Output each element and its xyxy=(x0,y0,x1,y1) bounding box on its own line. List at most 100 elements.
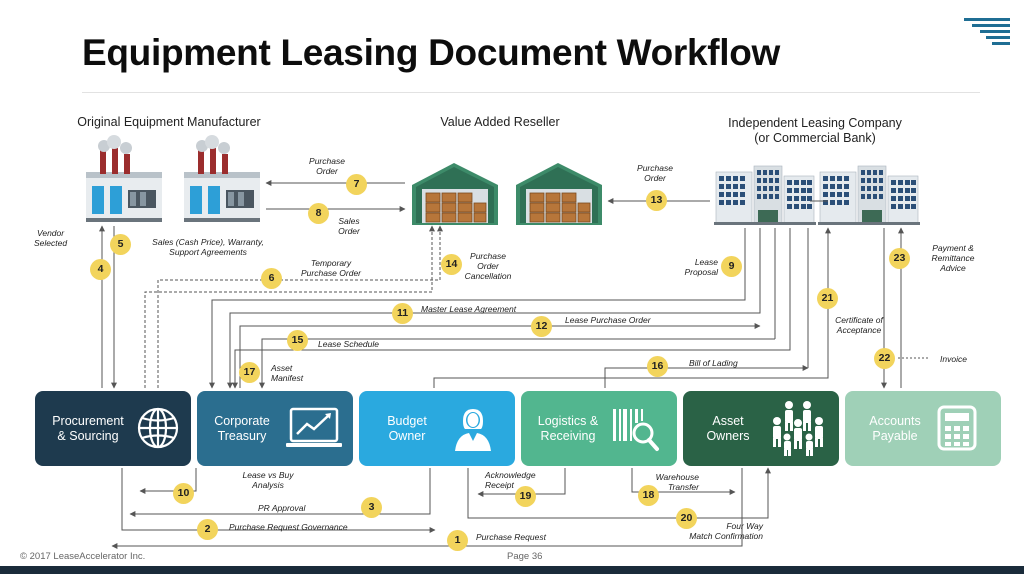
label-pr-governance: Purchase Request Governance xyxy=(229,522,348,532)
label-pr-approval: PR Approval xyxy=(258,503,306,513)
factory-icon xyxy=(184,135,260,222)
step-8: 8 xyxy=(308,203,329,224)
label-line: Four Way xyxy=(726,521,763,531)
label-line: Order xyxy=(316,166,338,176)
label-line: Purchase xyxy=(637,163,673,173)
label-line: Purchase Order xyxy=(301,268,361,278)
step-6: 6 xyxy=(261,268,282,289)
footer-copyright: © 2017 LeaseAccelerator Inc. xyxy=(20,551,146,562)
label-line: Manifest xyxy=(271,373,304,383)
step-16: 16 xyxy=(647,356,668,377)
box-label: Logistics &Receiving xyxy=(521,391,615,466)
label-line: Sales xyxy=(338,216,360,226)
footer-page-number: Page 36 xyxy=(507,551,543,562)
box-label-line: Procurement xyxy=(52,413,124,428)
step-3: 3 xyxy=(361,497,382,518)
step-4: 4 xyxy=(90,259,111,280)
step-1: 1 xyxy=(447,530,468,551)
label-line: Vendor xyxy=(37,228,65,238)
label-sales-order-8: Sales Order xyxy=(332,216,366,236)
label-line: Temporary xyxy=(310,258,352,268)
step-18: 18 xyxy=(638,485,659,506)
barcode-search-icon xyxy=(613,409,659,451)
label-line: Analysis xyxy=(252,480,284,490)
step-21: 21 xyxy=(817,288,838,309)
label-warehouse-transfer: Warehouse Transfer xyxy=(655,472,699,492)
box-label-line: Owners xyxy=(706,428,750,443)
people-group-icon xyxy=(773,401,823,456)
box-logistics-receiving: Logistics &Receiving xyxy=(521,391,677,466)
label-lease-vs-buy: Lease vs Buy Analysis xyxy=(240,470,296,490)
label-po-cancellation: Purchase Order Cancellation xyxy=(464,251,512,281)
company-logo xyxy=(964,18,1010,48)
label-lpo: Lease Purchase Order xyxy=(565,315,651,325)
label-invoice: Invoice xyxy=(940,354,967,364)
step-17: 17 xyxy=(239,362,260,383)
label-sales-terms: Sales (Cash Price), Warranty, Support Ag… xyxy=(138,237,278,257)
warehouse-icon xyxy=(515,162,603,226)
box-procurement-sourcing: Procurement& Sourcing xyxy=(35,391,191,466)
factory-icon xyxy=(86,135,162,222)
box-label-line: Budget xyxy=(387,413,427,428)
label-line: Asset xyxy=(271,363,293,373)
label-four-way-match: Four Way Match Confirmation xyxy=(683,521,763,541)
label-line: Acceptance xyxy=(836,325,882,335)
label-line: Warehouse xyxy=(655,472,699,482)
box-label-line: Logistics & xyxy=(537,413,599,428)
label-mla: Master Lease Agreement xyxy=(421,304,517,314)
step-12: 12 xyxy=(531,316,552,337)
page-title: Equipment Leasing Document Workflow xyxy=(82,32,781,73)
label-asset-manifest: Asset Manifest xyxy=(271,363,303,383)
label-bill-of-lading: Bill of Lading xyxy=(689,358,738,368)
label-payment: Payment & Remittance Advice xyxy=(925,243,981,273)
person-icon xyxy=(455,409,491,451)
step-5: 5 xyxy=(110,234,131,255)
office-building-icon xyxy=(817,165,921,226)
office-building-icon xyxy=(713,165,817,226)
step-15: 15 xyxy=(287,330,308,351)
step-23: 23 xyxy=(889,248,910,269)
label-lease-proposal: Lease Proposal xyxy=(678,257,718,277)
label-line: Lease xyxy=(694,257,718,267)
step-7: 7 xyxy=(346,174,367,195)
calculator-icon xyxy=(937,405,977,451)
label-certificate: Certificate of Acceptance xyxy=(831,315,887,335)
label-line: Order xyxy=(644,173,666,183)
label-temporary-po: Temporary Purchase Order xyxy=(291,258,371,278)
label-line: Selected xyxy=(34,238,68,248)
label-lease-schedule: Lease Schedule xyxy=(318,339,379,349)
label-line: Match Confirmation xyxy=(689,531,763,541)
label-vendor-selected: Vendor Selected xyxy=(34,228,67,248)
step-9: 9 xyxy=(721,256,742,277)
label-line: Remittance xyxy=(931,253,975,263)
step-10: 10 xyxy=(173,483,194,504)
header-ilc-line1: Independent Leasing Company xyxy=(728,116,902,130)
box-label-line: & Sourcing xyxy=(57,428,119,443)
label-line: Order xyxy=(477,261,499,271)
label-line: Payment & xyxy=(932,243,974,253)
label-line: Purchase xyxy=(470,251,506,261)
box-label-line: Asset xyxy=(712,413,744,428)
step-13: 13 xyxy=(646,190,667,211)
label-line: Cancellation xyxy=(464,271,512,281)
label-purchase-order-13: Purchase Order xyxy=(632,163,678,183)
chart-monitor-icon xyxy=(286,407,342,447)
label-purchase-order-7: Purchase Order xyxy=(304,156,350,176)
label-line: Transfer xyxy=(667,482,699,492)
box-label-line: Owner xyxy=(388,428,426,443)
step-11: 11 xyxy=(392,303,413,324)
label-line: Certificate of xyxy=(835,315,883,325)
header-ilc: Independent Leasing Company (or Commerci… xyxy=(712,116,918,146)
step-19: 19 xyxy=(515,486,536,507)
label-line: Lease vs Buy xyxy=(242,470,294,480)
label-line: Receipt xyxy=(485,480,514,490)
globe-icon xyxy=(137,407,179,449)
label-line: Acknowledge xyxy=(485,470,536,480)
label-line: Order xyxy=(338,226,360,236)
